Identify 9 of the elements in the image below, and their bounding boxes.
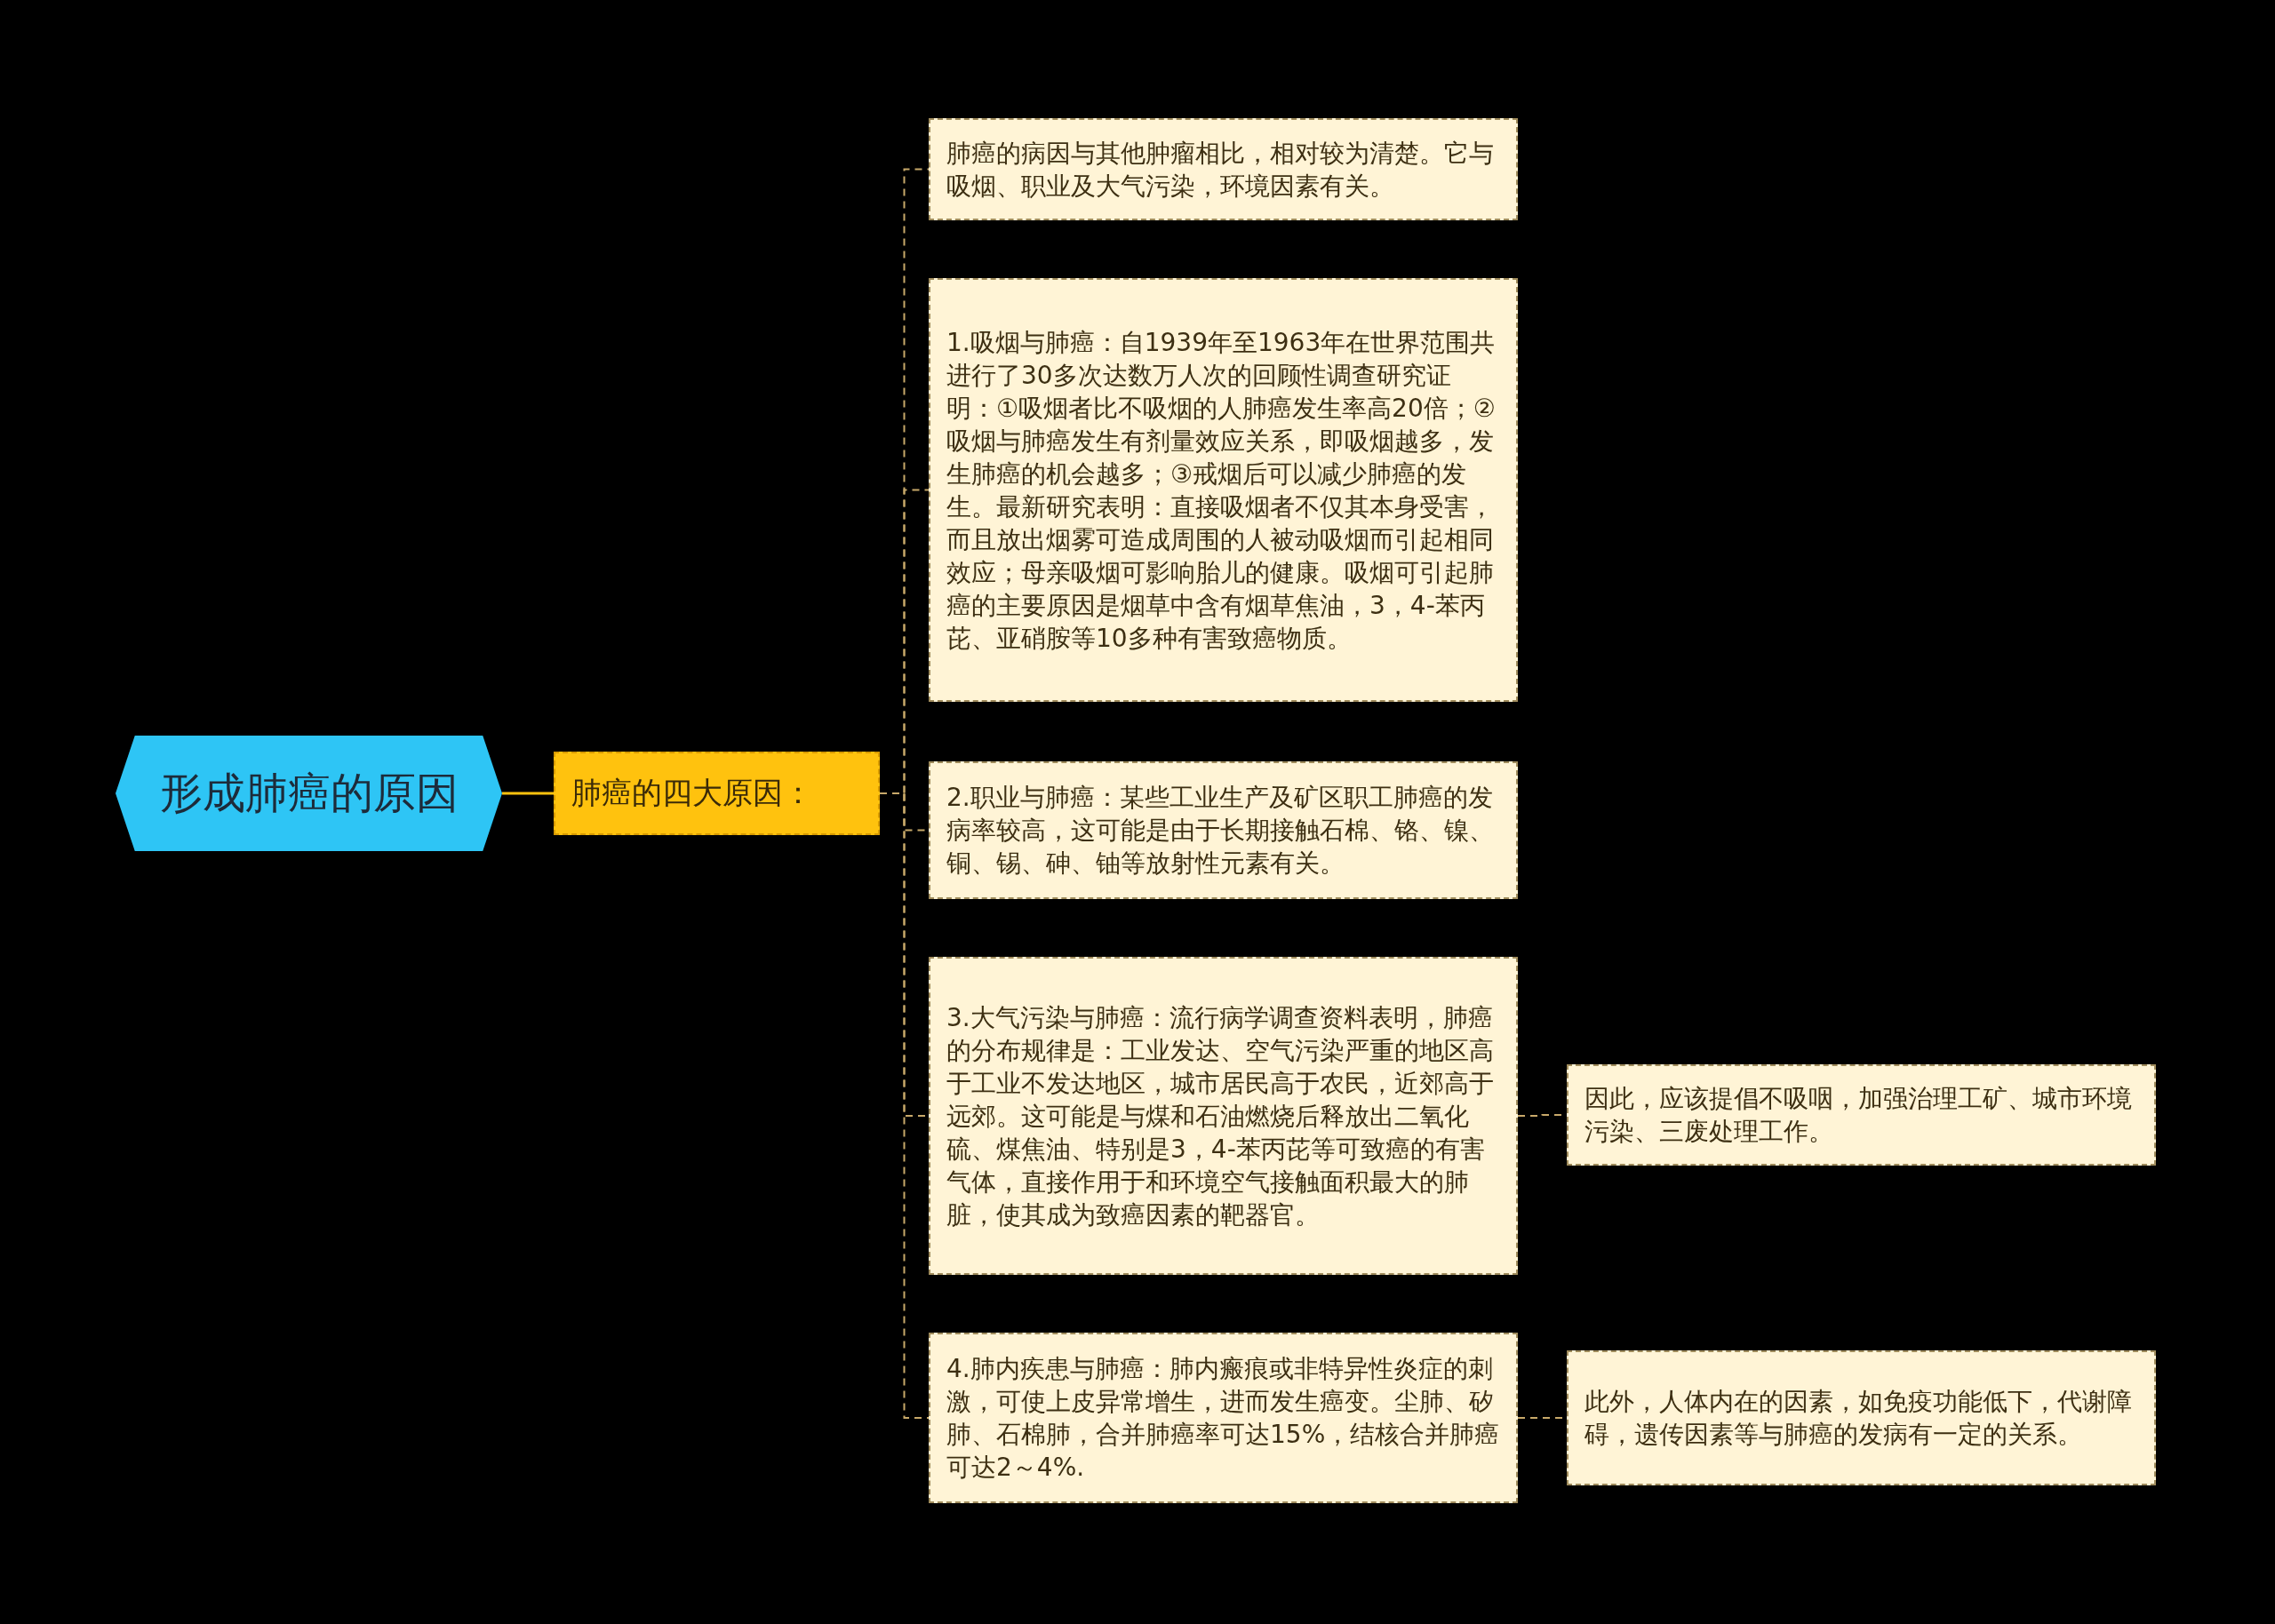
text-box: 3.大气污染与肺癌：流行病学调查资料表明，肺癌的分布规律是：工业发达、空气污染严重的地区高于工业不发达地区，城市居民高于农民，近郊高于远郊。这可能是与煤和石油燃烧后释放出二氧化硫、煤焦油、特别是3，4-苯丙芘等可致癌的有害气体，直接作用于和环境空气接触面积最大的肺脏，使其成为致癌因素的靶器官。 — [929, 957, 1518, 1275]
text-box: 2.职业与肺癌：某些工业生产及矿区职工肺癌的发病率较高，这可能是由于长期接触石棉、铬、镍、铜、锡、砷、铀等放射性元素有关。 — [929, 761, 1518, 899]
branch-box: 肺癌的四大原因： — [554, 752, 880, 835]
text-box: 1.吸烟与肺癌：自1939年至1963年在世界范围共进行了30多次达数万人次的回顾性调查研究证明：①吸烟者比不吸烟的人肺癌发生率高20倍；②吸烟与肺癌发生有剂量效应关系，即吸烟越多，发生肺癌的机会越多；③戒烟后可以减少肺癌的发生。最新研究表明：直接吸烟者不仅其本身受害，而且放出烟雾可造成周围的人被动吸烟而引起相同效应；母亲吸烟可影响胎儿的健康。吸烟可引起肺癌的主要原因是烟草中含有烟草焦油，3，4-苯丙芘、亚硝胺等10多种有害致癌物质。 — [929, 278, 1518, 702]
text-box: 因此，应该提倡不吸咽，加强治理工矿、城市环境污染、三废处理工作。 — [1567, 1064, 2156, 1166]
text-box: 4.肺内疾患与肺癌：肺内瘢痕或非特异性炎症的刺激，可使上皮异常增生，进而发生癌变。尘肺、矽肺、石棉肺，合并肺癌率可达15%，结核合并肺癌可达2～4%. — [929, 1333, 1518, 1503]
text-box: 此外，人体内在的因素，如免疫功能低下，代谢障碍，遗传因素等与肺癌的发病有一定的关系。 — [1567, 1350, 2156, 1485]
text-box: 肺癌的病因与其他肿瘤相比，相对较为清楚。它与吸烟、职业及大气污染，环境因素有关。 — [929, 118, 1518, 220]
connector-line — [502, 792, 554, 795]
